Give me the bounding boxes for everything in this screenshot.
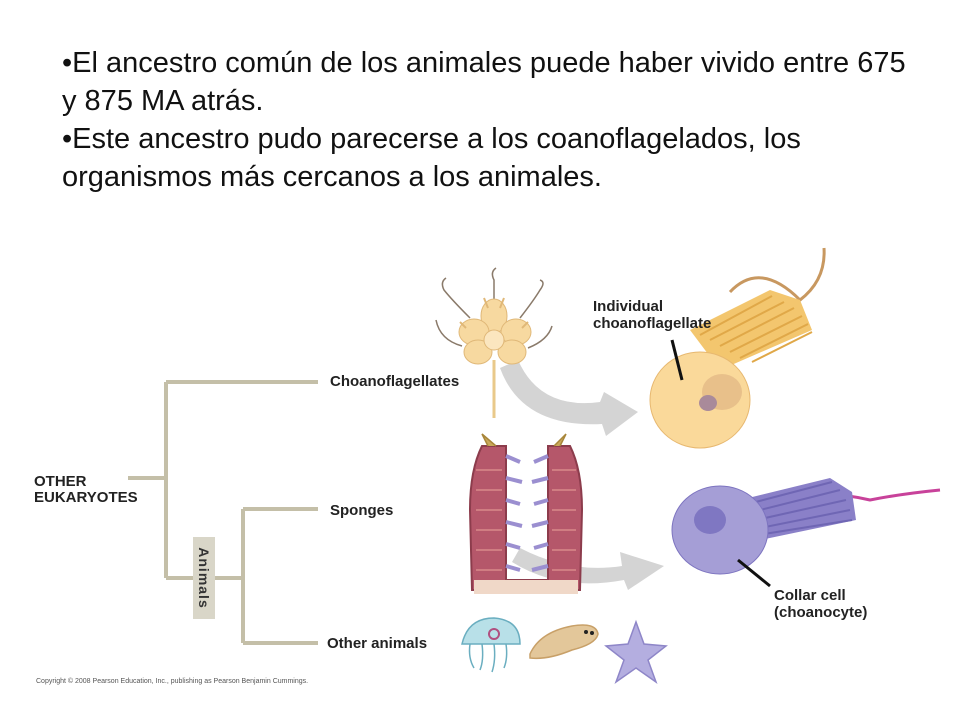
jellyfish-illustration <box>461 617 521 673</box>
choanoflagellate-colony-illustration <box>435 267 553 418</box>
sponge-illustration <box>468 433 584 594</box>
arrow-choanoflagellate <box>500 360 638 436</box>
callout-individual-line1: Individual <box>593 298 664 315</box>
tree-branches <box>128 380 318 645</box>
animals-clade-label: Animals <box>193 537 215 619</box>
tip-choanoflagellates: Choanoflagellates <box>330 373 460 390</box>
sea-star-illustration <box>604 619 668 684</box>
callout-individual-line2: choanoflagellate <box>593 315 712 332</box>
bullet-1: •El ancestro común de los animales puede… <box>62 47 906 117</box>
tip-other-animals: Other animals <box>327 635 428 652</box>
bullet-2: •Este ancestro pudo parecerse a los coan… <box>62 123 801 193</box>
animals-clade-text: Animals <box>196 547 212 609</box>
root-label-line1: OTHER <box>34 473 87 490</box>
callout-collar-line1: Collar cell <box>774 587 846 604</box>
callout-collar-line2: (choanocyte) <box>774 604 868 621</box>
root-label-line2: EUKARYOTES <box>34 489 138 506</box>
bullet-text: •El ancestro común de los animales puede… <box>62 44 922 196</box>
individual-choanoflagellate-illustration <box>649 247 826 449</box>
collar-cell-illustration <box>671 478 941 588</box>
flatworm-illustration <box>529 624 599 660</box>
arrow-choanocyte <box>512 548 664 590</box>
copyright-notice: Copyright © 2008 Pearson Education, Inc.… <box>36 678 309 685</box>
tip-sponges: Sponges <box>330 502 394 519</box>
